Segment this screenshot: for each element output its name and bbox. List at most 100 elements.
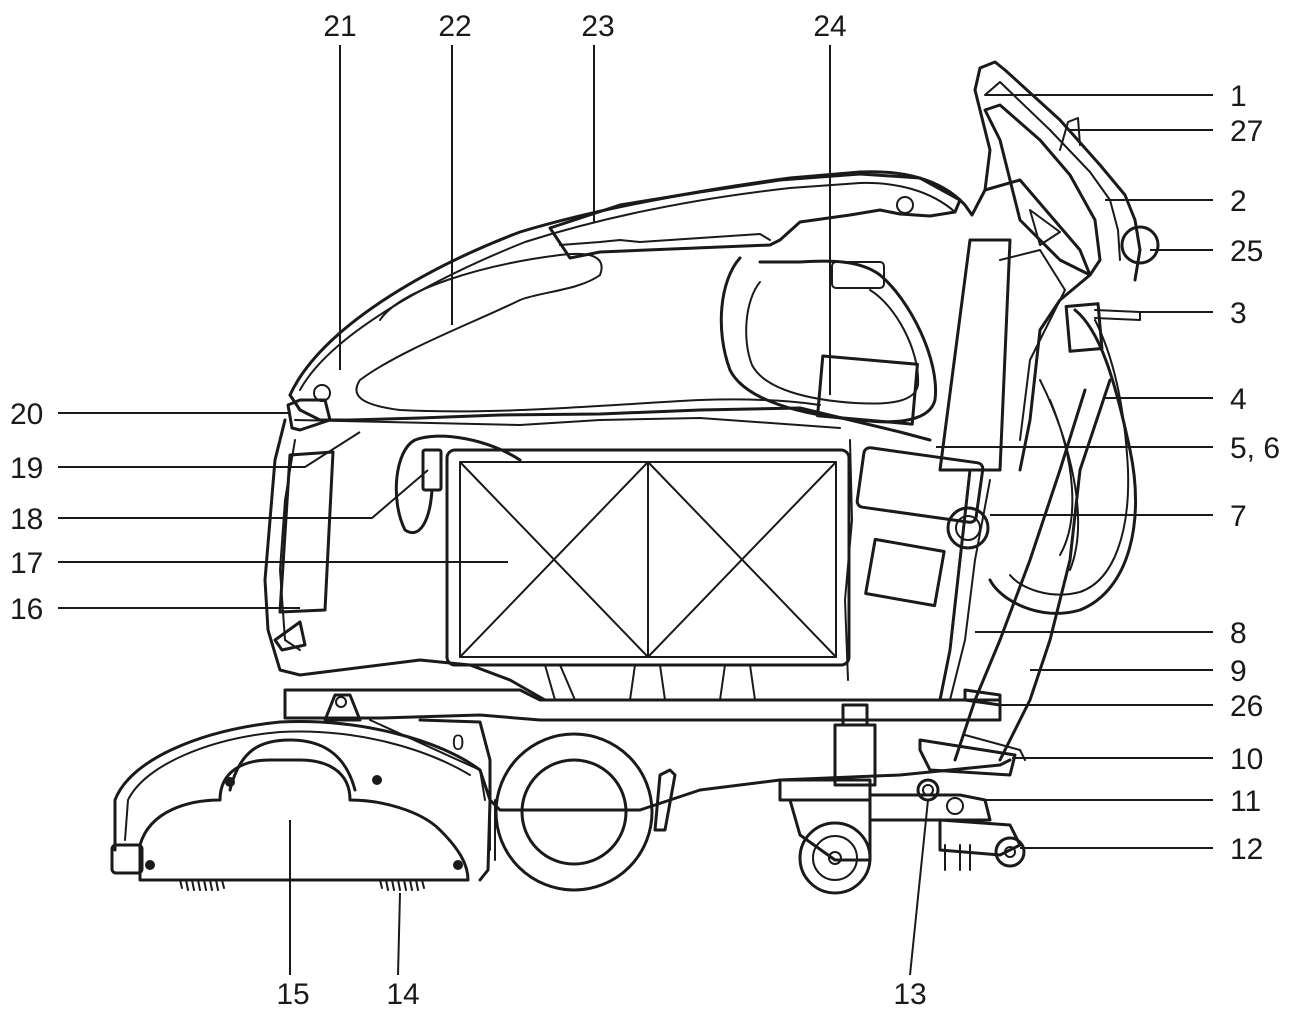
squeegee-pivot — [946, 797, 964, 815]
callout-11: 11 — [1230, 785, 1261, 818]
callout-14: 14 — [386, 978, 419, 1010]
arrow-marker — [1029, 209, 1061, 246]
caster-wheel — [798, 821, 872, 895]
callout-10: 10 — [1230, 743, 1263, 776]
callout-26: 26 — [1230, 690, 1263, 723]
recovery-hose-inner — [1009, 319, 1130, 596]
leader-13 — [909, 799, 929, 976]
squeegee-knob — [916, 778, 940, 802]
squeegee-assembly — [938, 818, 1022, 857]
rear-panel-inner — [949, 479, 991, 701]
lid-panel — [548, 172, 962, 260]
callout-7: 7 — [1230, 500, 1247, 533]
battery-right-cross — [647, 461, 837, 658]
brush-deck-inner — [124, 730, 471, 841]
deck-bolt-2 — [372, 775, 382, 785]
recovery-hose — [988, 308, 1138, 615]
callout-15: 15 — [276, 978, 309, 1010]
band-clamp — [855, 446, 985, 524]
top-lever — [1059, 117, 1081, 151]
deck-shroud — [369, 719, 486, 801]
brush-bristles-left — [179, 879, 225, 891]
callout-4: 4 — [1230, 383, 1247, 416]
squeegee-wheel — [994, 836, 1026, 868]
cable-connector — [421, 448, 443, 492]
drain-hose — [953, 388, 1087, 762]
callout-22: 22 — [438, 10, 471, 43]
clamp-knob — [946, 506, 990, 550]
filter-block — [816, 354, 919, 426]
control-housing — [983, 103, 1102, 277]
battery-cable — [394, 434, 522, 534]
brush-deck — [113, 720, 492, 882]
main-wheel-inner — [520, 758, 628, 866]
pedal-lever — [964, 734, 1026, 761]
deck-letter: 0 — [452, 730, 464, 755]
brush-bristles-right — [379, 879, 425, 891]
caster-hub — [828, 851, 842, 865]
deck-bolt-3 — [145, 860, 155, 870]
callout-25: 25 — [1230, 235, 1263, 268]
callout-17: 17 — [10, 547, 43, 580]
vacuum-hose-loop — [719, 256, 938, 424]
wheel-lever — [653, 768, 677, 832]
side-lever — [1094, 309, 1141, 321]
callout-12: 12 — [1230, 833, 1263, 866]
column-side — [983, 178, 1092, 472]
callout-18: 18 — [10, 503, 43, 536]
callout-20: 20 — [10, 398, 43, 431]
battery-right — [647, 461, 837, 658]
lid-hinge-line — [559, 233, 771, 246]
battery-box — [445, 448, 851, 667]
hose-coupling — [831, 261, 885, 289]
squeegee-knob-inner — [922, 784, 934, 796]
callout-16: 16 — [10, 593, 43, 626]
callout-19: 19 — [10, 452, 43, 485]
chassis-bracket — [323, 693, 362, 722]
battery-left-cross — [459, 461, 649, 658]
hose-side-lines — [1039, 379, 1080, 571]
foot-pedal — [918, 738, 1017, 777]
hood-inner-line — [299, 181, 956, 391]
bracket-bolt — [335, 696, 347, 708]
tank-body — [263, 418, 972, 702]
callout-9: 9 — [1230, 655, 1247, 688]
leader-19 — [58, 431, 361, 468]
leader-lines — [58, 45, 1213, 976]
callout-3: 3 — [1230, 297, 1247, 330]
squeegee-wheel-hub — [1004, 846, 1016, 858]
deck-bolt-1 — [225, 777, 235, 787]
latch-pivot — [313, 384, 331, 402]
front-latch — [286, 398, 332, 432]
callout-23: 23 — [581, 10, 614, 43]
column-inner — [999, 249, 1066, 441]
squeegee-blade — [944, 844, 971, 871]
rear-panel — [998, 378, 1112, 762]
lid-knob — [896, 196, 914, 214]
caster-fork — [788, 798, 872, 862]
front-panel — [278, 450, 335, 614]
caster-stem — [833, 723, 877, 787]
caster-wheel-inner — [812, 835, 858, 881]
clamp-knob-inner — [955, 515, 981, 541]
hood-lower-edge — [288, 393, 932, 442]
callout-13: 13 — [893, 978, 926, 1010]
machine-drawing: 0 — [110, 60, 1160, 895]
main-wheel — [494, 732, 654, 892]
leader-14 — [397, 892, 401, 976]
lower-front-ledge — [273, 620, 307, 652]
brush-cover-top — [228, 738, 357, 792]
callout-1: 1 — [1230, 80, 1247, 113]
battery-feet — [544, 664, 756, 701]
caster-plate — [778, 778, 872, 802]
column-body — [938, 238, 1012, 472]
deck-bolt-4 — [453, 860, 463, 870]
control-knob — [1120, 225, 1160, 265]
leader-18 — [58, 469, 429, 519]
caster-nut — [841, 703, 869, 727]
callout-27: 27 — [1230, 115, 1263, 148]
handle-bar-inner — [984, 81, 1121, 261]
clamp-lower — [864, 537, 946, 608]
pedal-bracket — [963, 688, 1002, 707]
